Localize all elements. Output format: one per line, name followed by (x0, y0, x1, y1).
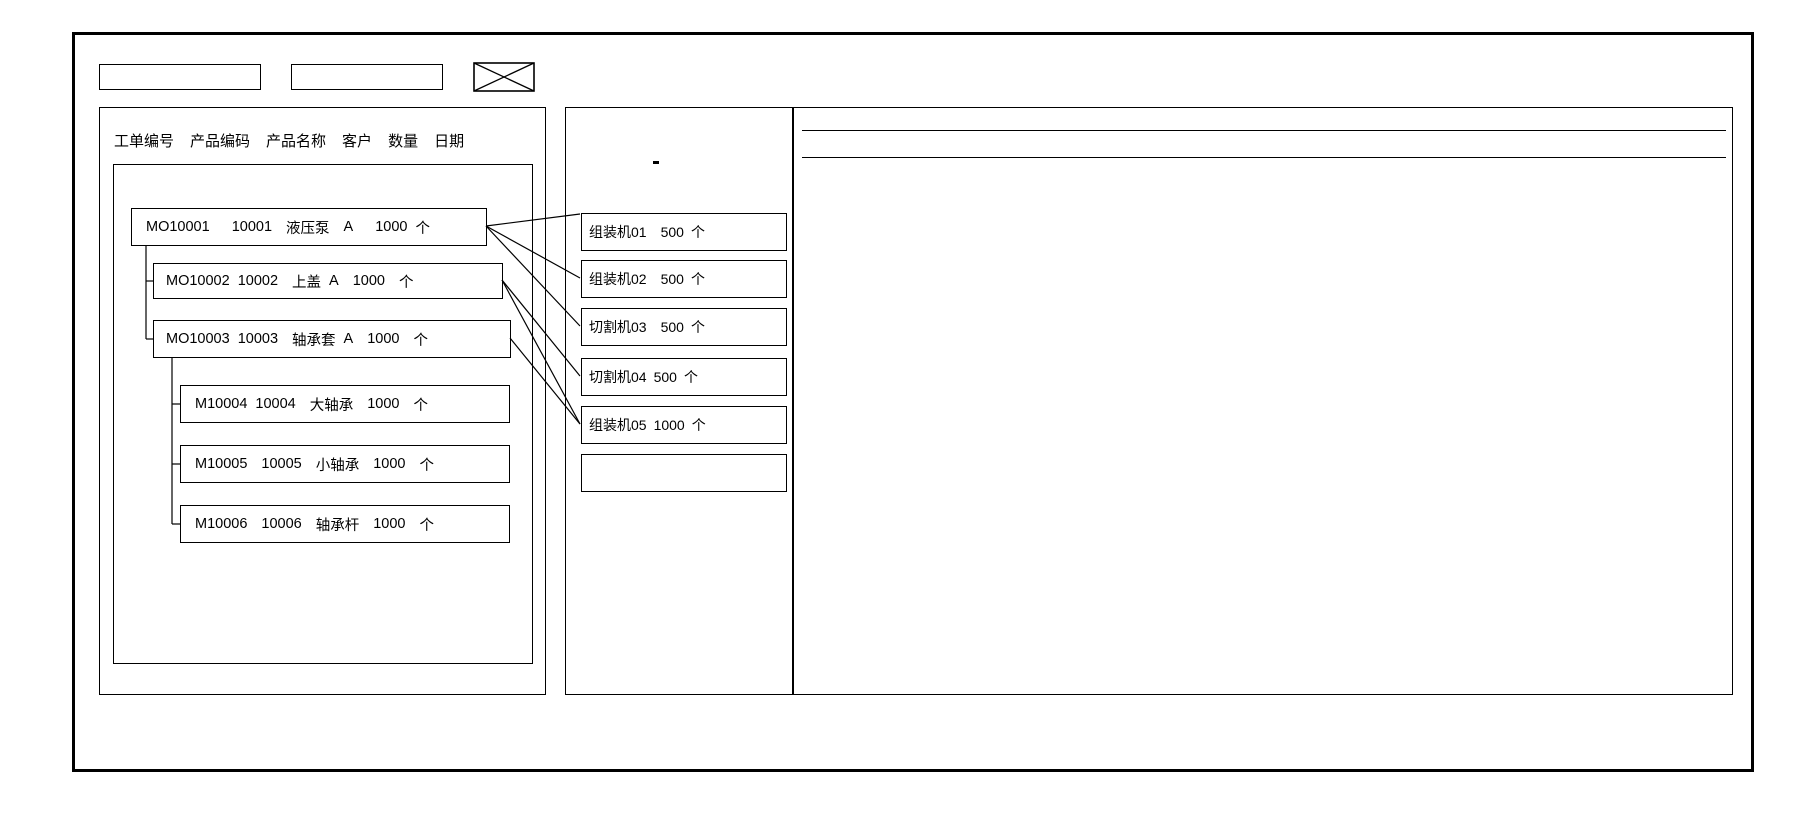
machine-unit: 个 (690, 271, 705, 287)
machine-schedule-panel: 组装机01 500 个 组装机02 500 个 切割机03 500 个 切割机0… (565, 107, 793, 695)
row-product-name: 轴承套 (292, 332, 336, 349)
row-product-code: 10002 (237, 273, 279, 289)
machine-quantity: 500 (653, 369, 677, 385)
row-product-name: 轴承杆 (315, 517, 360, 534)
tree-table-header: 工单编号 产品编码 产品名称 客户 数量 日期 (114, 130, 464, 151)
row-quantity: 1000 (373, 456, 406, 472)
tree-row[interactable]: M10004 10004 大轴承 1000 个 (180, 385, 510, 423)
detail-panel-header (802, 130, 1726, 158)
machine-unit: 个 (690, 224, 705, 240)
row-unit: 个 (398, 274, 414, 291)
tree-row[interactable]: M10005 10005 小轴承 1000 个 (180, 445, 510, 483)
machine-quantity: 1000 (653, 417, 685, 433)
row-unit: 个 (413, 332, 428, 349)
row-order-no: M10005 (195, 456, 248, 472)
row-order-no: M10004 (195, 396, 248, 412)
machine-name: 组装机01 (589, 224, 647, 240)
machine-unit: 个 (691, 417, 706, 433)
row-quantity: 1000 (352, 273, 385, 289)
row-product-code: 10006 (261, 516, 302, 532)
machine-box[interactable]: 切割机03 500 个 (581, 308, 787, 346)
toolbar (99, 62, 535, 92)
row-product-code: 10004 (255, 396, 296, 412)
machine-box[interactable]: 组装机02 500 个 (581, 260, 787, 298)
machine-name: 切割机04 (589, 369, 647, 385)
image-placeholder-icon[interactable] (473, 62, 535, 92)
machine-box[interactable]: 组装机05 1000 个 (581, 406, 787, 444)
row-order-no: M10006 (195, 516, 248, 532)
machine-quantity: 500 (660, 271, 684, 287)
row-product-code: 10003 (237, 331, 279, 347)
row-order-no: MO10002 (166, 273, 230, 289)
toolbar-field-1[interactable] (99, 64, 261, 90)
machine-quantity: 500 (660, 224, 684, 240)
row-quantity: 1000 (375, 219, 408, 235)
machine-box[interactable]: 组装机01 500 个 (581, 213, 787, 251)
machine-name: 组装机05 (589, 417, 647, 433)
tree-row[interactable]: MO10001 10001 液压泵 A 1000 个 (131, 208, 487, 246)
row-customer: A (343, 219, 354, 235)
machine-quantity: 500 (660, 319, 684, 335)
row-order-no: MO10001 (146, 219, 210, 235)
tree-row[interactable]: MO10003 10003 轴承套 A 1000 个 (153, 320, 511, 358)
tree-row[interactable]: M10006 10006 轴承杆 1000 个 (180, 505, 510, 543)
row-customer: A (343, 331, 354, 347)
row-unit: 个 (419, 517, 435, 534)
row-product-name: 液压泵 (286, 220, 330, 237)
row-quantity: 1000 (367, 396, 400, 412)
machine-unit: 个 (683, 369, 698, 385)
toolbar-field-2[interactable] (291, 64, 443, 90)
row-quantity: 1000 (367, 331, 400, 347)
row-unit: 个 (419, 457, 435, 474)
column-header-product-name: 产品名称 (266, 133, 327, 150)
tree-row[interactable]: MO10002 10002 上盖 A 1000 个 (153, 263, 503, 299)
column-header-date: 日期 (434, 133, 465, 150)
panel-marker-dot (653, 161, 659, 164)
row-unit: 个 (413, 397, 429, 414)
row-customer: A (329, 273, 339, 289)
machine-box[interactable]: 切割机04 500 个 (581, 358, 787, 396)
machine-name: 切割机03 (589, 319, 647, 335)
column-header-customer: 客户 (342, 133, 373, 150)
row-product-code: 10001 (231, 219, 273, 235)
row-product-name: 小轴承 (315, 457, 360, 474)
row-product-name: 大轴承 (309, 397, 354, 414)
column-header-quantity: 数量 (388, 133, 419, 150)
machine-unit: 个 (690, 319, 705, 335)
tree-rows: MO10001 10001 液压泵 A 1000 个 MO10002 10002… (100, 108, 547, 696)
column-header-order-no: 工单编号 (114, 133, 175, 150)
column-header-product-code: 产品编码 (190, 133, 251, 150)
tree-connector-lines (145, 246, 180, 525)
row-product-name: 上盖 (292, 274, 322, 291)
detail-panel (793, 107, 1733, 695)
work-order-tree-panel: 工单编号 产品编码 产品名称 客户 数量 日期 MO10001 (99, 107, 546, 695)
row-product-code: 10005 (261, 456, 302, 472)
row-unit: 个 (415, 220, 430, 237)
row-order-no: MO10003 (166, 331, 230, 347)
app-window: 工单编号 产品编码 产品名称 客户 数量 日期 MO10001 (72, 32, 1754, 772)
machine-name: 组装机02 (589, 271, 647, 287)
machine-box-empty[interactable] (581, 454, 787, 492)
row-quantity: 1000 (373, 516, 406, 532)
